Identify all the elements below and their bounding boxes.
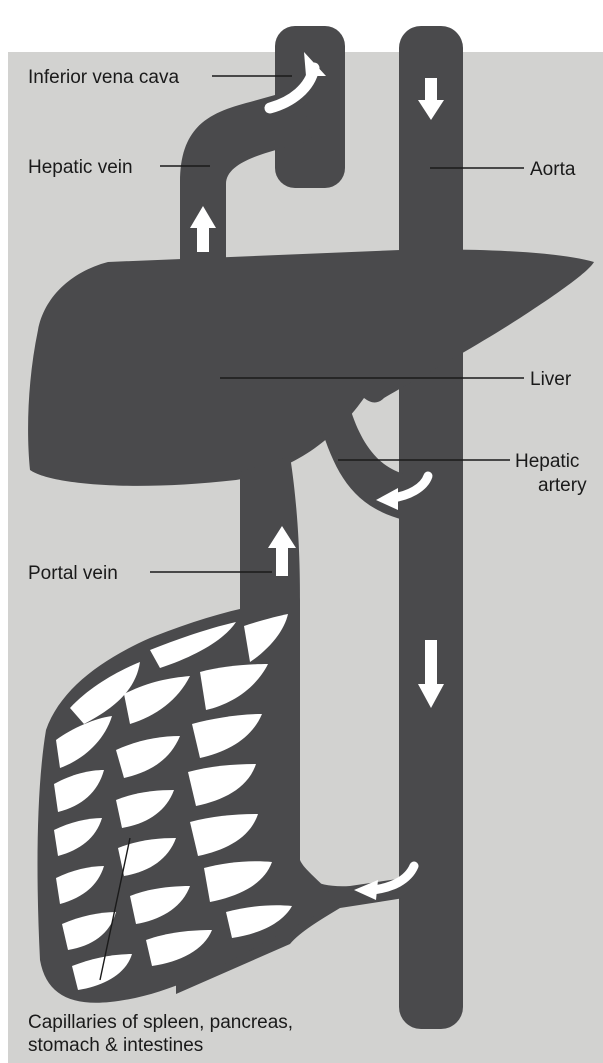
aorta-label: Aorta — [530, 159, 576, 180]
hepatic-vein-label: Hepatic vein — [28, 157, 133, 178]
liver-label: Liver — [530, 369, 572, 390]
hepatic-artery-label-line1: Hepatic — [515, 451, 579, 472]
portal-vein-label: Portal vein — [28, 563, 118, 584]
capillaries-label-line2: stomach & intestines — [28, 1035, 203, 1056]
hepatic-artery-label-line2: artery — [538, 475, 587, 496]
capillaries-label-line1: Capillaries of spleen, pancreas, — [28, 1012, 293, 1033]
inferior-vena-cava-label: Inferior vena cava — [28, 67, 179, 88]
